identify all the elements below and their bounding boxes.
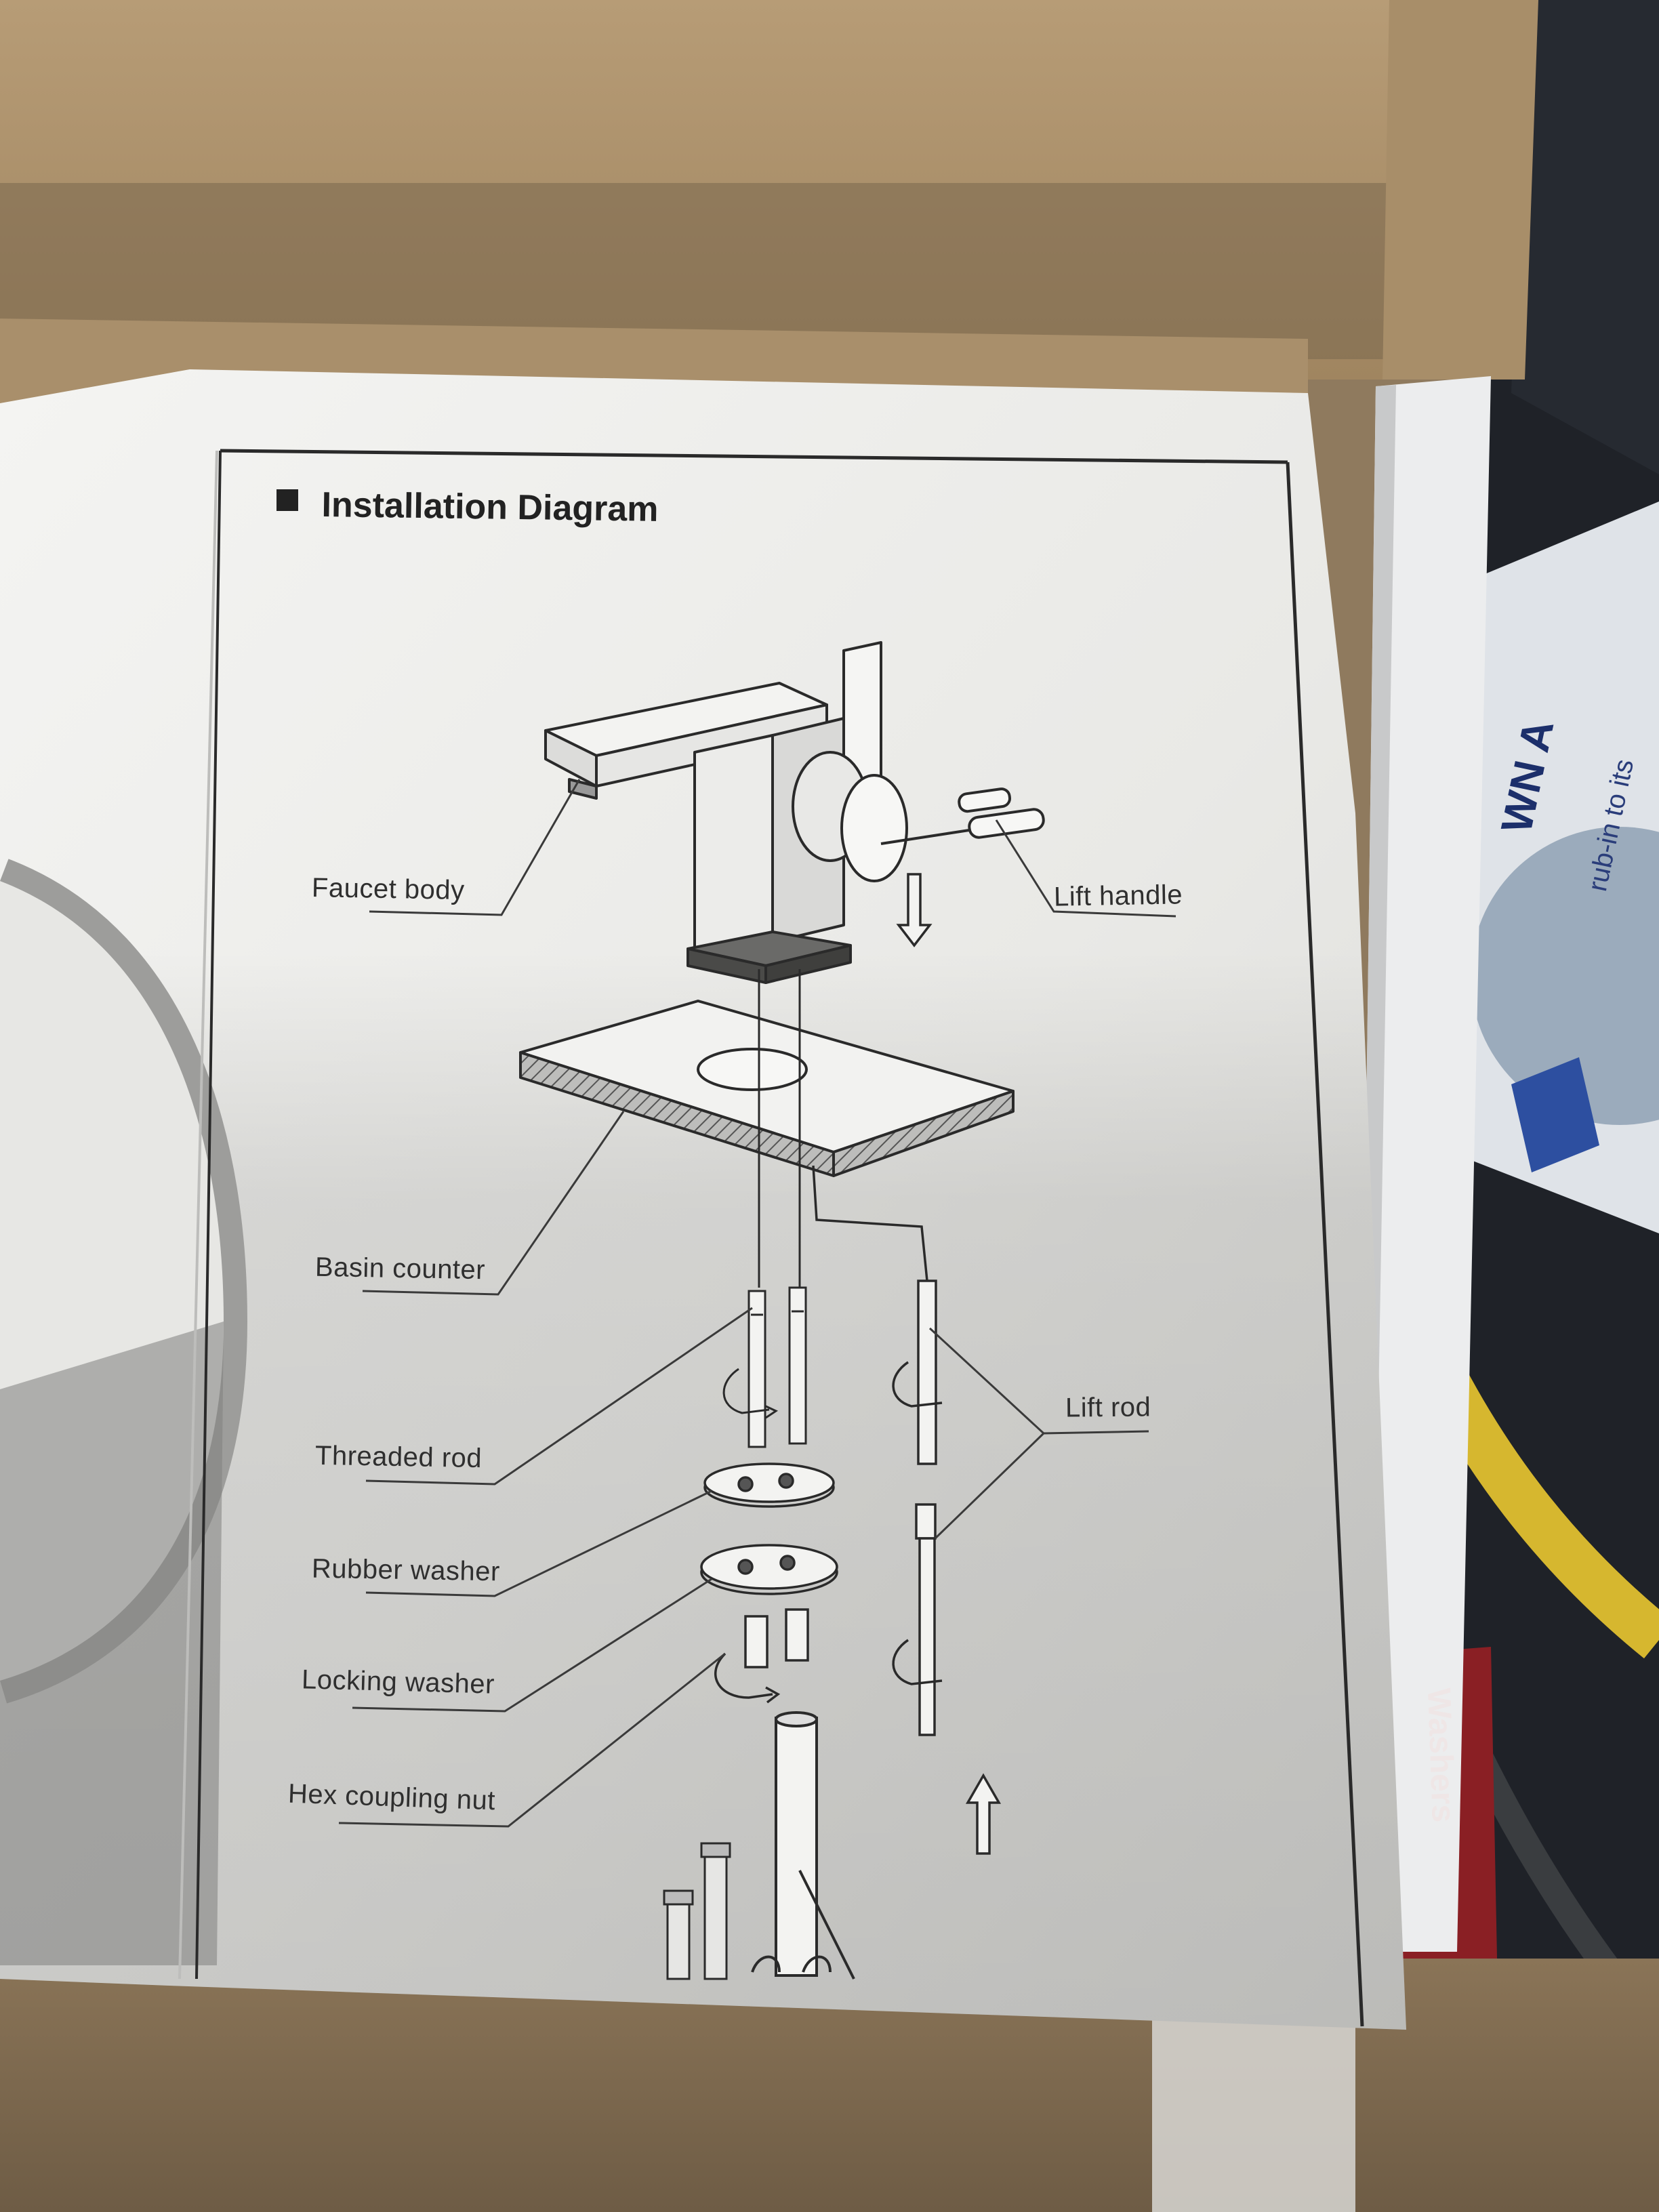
leader-hex-coupling-nut [338, 1652, 726, 1828]
lift-handle-guide [880, 829, 970, 845]
leader-basin-counter [362, 1111, 625, 1296]
hex-coupling-nuts-drawing [714, 1608, 809, 1704]
basin-counter-side [832, 1090, 1015, 1177]
threaded-rod-right [788, 1286, 807, 1445]
leader-lift-rod-b [934, 1432, 1045, 1540]
lift-rod-upper [917, 1279, 937, 1465]
lift-handle-part-2 [968, 808, 1045, 839]
basin-counter-hole [697, 1048, 808, 1091]
heading-bullet [276, 489, 298, 511]
leader-faucet-body [369, 779, 581, 916]
callout-rubber-washer: Rubber washer [311, 1553, 501, 1587]
lift-rod-drawing [812, 1165, 943, 1736]
faucet-diagram [544, 641, 1045, 984]
hex-nut-right [785, 1608, 809, 1662]
threaded-rod-left [747, 1290, 766, 1448]
rubber-washer-drawing [703, 1462, 835, 1508]
frame-top [220, 449, 1288, 464]
leader-lines [338, 779, 1176, 1828]
faucet-knob-front [840, 774, 908, 882]
leader-locking-washer [352, 1578, 712, 1713]
leader-threaded-rod [365, 1307, 753, 1486]
braided-hose-right [703, 1849, 728, 1980]
braided-hose-left [666, 1896, 691, 1980]
box-flap-right [1382, 0, 1538, 380]
lift-handle-part-1 [958, 787, 1012, 813]
supply-pipe-drawing [751, 1711, 855, 1980]
leader-lift-handle [995, 819, 1176, 918]
faucet-base-side [764, 944, 852, 984]
callout-faucet-body: Faucet body [311, 873, 466, 905]
faucet-body-front [693, 734, 774, 964]
locking-washer-drawing [700, 1544, 838, 1595]
frame-left [195, 450, 222, 1980]
callout-threaded-rod: Threaded rod [314, 1440, 483, 1474]
page-fold-line [178, 450, 218, 1980]
threaded-rods-lines [722, 969, 807, 1448]
up-arrow [965, 1773, 1002, 1855]
braided-hoses-drawing [663, 1842, 731, 1980]
callout-basin-counter: Basin counter [314, 1252, 486, 1286]
page-decor-dark-band [0, 1322, 224, 1965]
instruction-sheet-shade [0, 369, 1406, 2030]
basin-counter-drawing [519, 1000, 1015, 1177]
lift-rod-lower [918, 1537, 936, 1736]
packaging-blue-patch [1511, 1057, 1599, 1172]
packaging-circle [1471, 827, 1659, 1125]
callout-locking-washer: Locking washer [301, 1664, 495, 1700]
washers-label-text: Washers [1420, 1687, 1461, 1824]
callout-lift-handle: Lift handle [1053, 880, 1183, 912]
frame-right [1286, 462, 1364, 2027]
leader-rubber-washer [365, 1490, 712, 1597]
hex-nut-left [744, 1615, 769, 1668]
right-dark-corner [1511, 0, 1659, 474]
lift-rod-coupling [915, 1503, 937, 1540]
callout-lift-rod: Lift rod [1065, 1392, 1151, 1423]
down-arrow [896, 873, 933, 947]
diagram-heading: Installation Diagram [321, 485, 659, 529]
supply-pipe [775, 1717, 818, 1977]
